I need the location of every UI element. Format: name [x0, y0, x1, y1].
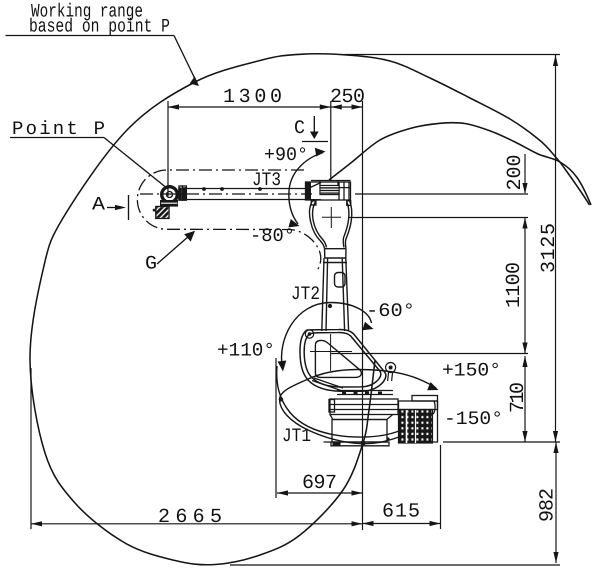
- svg-text:based on point P: based on point P: [29, 16, 170, 38]
- svg-text:-80°: -80°: [250, 225, 295, 247]
- svg-text:JT3: JT3: [252, 169, 281, 191]
- svg-text:250: 250: [330, 86, 365, 109]
- svg-text:C: C: [294, 117, 305, 139]
- svg-text:982: 982: [537, 488, 560, 522]
- svg-text:-60°: -60°: [366, 300, 415, 322]
- svg-text:JT1: JT1: [282, 425, 311, 447]
- svg-text:3125: 3125: [538, 223, 561, 273]
- svg-text:Point P: Point P: [12, 118, 105, 140]
- svg-text:JT2: JT2: [291, 283, 320, 305]
- svg-text:697: 697: [302, 472, 337, 495]
- svg-text:710: 710: [507, 382, 530, 413]
- svg-text:615: 615: [382, 501, 420, 524]
- svg-text:1100: 1100: [503, 262, 526, 308]
- svg-text:G: G: [145, 253, 157, 275]
- svg-text:A: A: [92, 194, 106, 216]
- svg-text:+90°: +90°: [264, 144, 308, 166]
- svg-text:-150°: -150°: [444, 408, 503, 430]
- svg-text:Working range: Working range: [31, 1, 143, 23]
- svg-text:+150°: +150°: [442, 360, 501, 382]
- svg-text:200: 200: [504, 155, 527, 191]
- svg-text:+110°: +110°: [217, 340, 275, 362]
